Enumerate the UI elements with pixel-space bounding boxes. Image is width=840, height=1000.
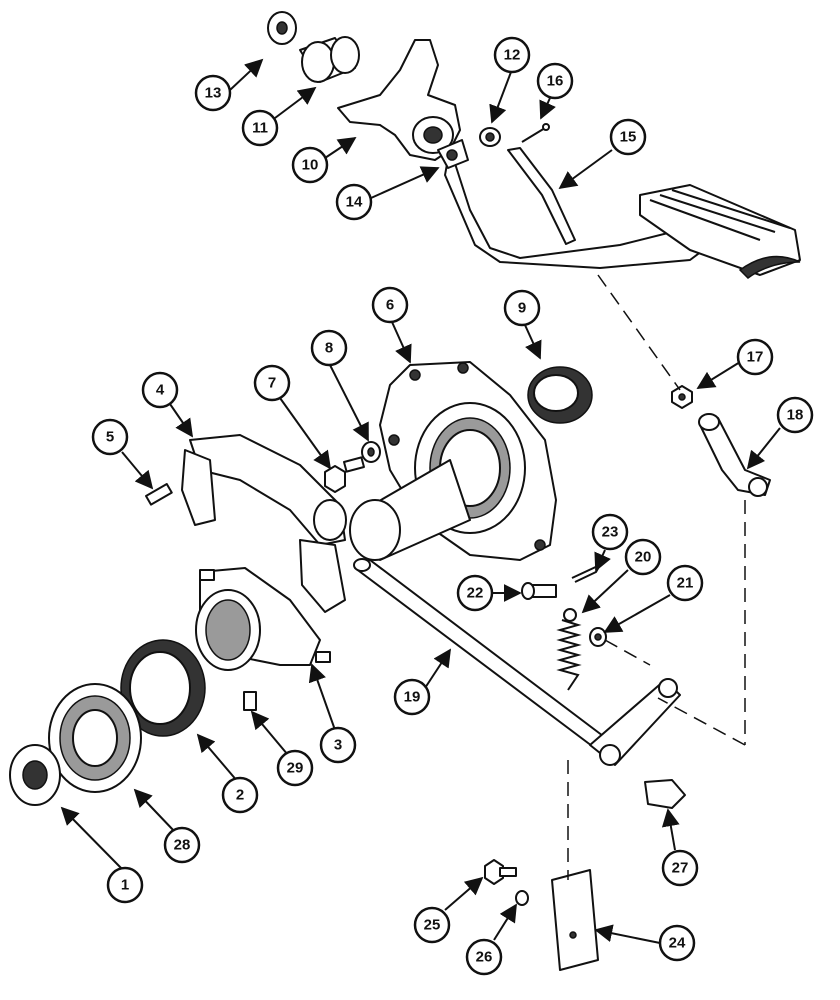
svg-text:3: 3	[334, 737, 342, 754]
svg-text:12: 12	[504, 47, 521, 64]
svg-text:20: 20	[635, 549, 652, 566]
svg-text:6: 6	[386, 297, 394, 314]
callout-3: 3	[319, 726, 357, 764]
svg-text:13: 13	[205, 85, 222, 102]
callout-10: 10	[291, 146, 329, 184]
part-11-bushing	[299, 36, 360, 83]
callout-29: 29	[276, 749, 314, 787]
part-28-seal	[48, 683, 142, 793]
callout-12: 12	[493, 36, 531, 74]
callout-13: 13	[194, 74, 232, 112]
svg-text:11: 11	[252, 120, 268, 137]
part-19-cross-shaft	[353, 558, 681, 766]
svg-text:1: 1	[121, 877, 129, 894]
svg-text:23: 23	[602, 524, 619, 541]
alignment-lines	[567, 274, 746, 880]
part-6-housing	[349, 361, 557, 561]
svg-text:14: 14	[346, 194, 363, 211]
part-22-clevis-pin	[521, 582, 557, 600]
svg-text:21: 21	[677, 575, 694, 592]
svg-text:26: 26	[476, 949, 493, 966]
callout-28: 28	[163, 826, 201, 864]
part-10-pedal-lever	[337, 39, 711, 269]
part-12-bushing	[479, 127, 501, 147]
part-5-pin	[145, 482, 173, 506]
part-16-cotter-pin	[521, 123, 550, 143]
part-20-spring	[556, 608, 582, 691]
callout-5: 5	[91, 418, 129, 456]
part-26-lock-washer	[515, 890, 529, 906]
callout-15: 15	[609, 118, 647, 156]
part-2-release-bearing	[120, 639, 206, 737]
callout-20: 20	[624, 538, 662, 576]
svg-text:16: 16	[547, 73, 564, 90]
part-1-pilot-bearing	[9, 744, 61, 806]
callout-6: 6	[371, 286, 409, 324]
svg-text:28: 28	[174, 837, 191, 854]
part-21-washer	[589, 627, 607, 647]
part-18-clevis	[698, 413, 771, 497]
part-25-bolt	[484, 859, 517, 885]
callout-23: 23	[591, 513, 629, 551]
part-24-plate	[551, 869, 599, 971]
svg-text:9: 9	[518, 300, 526, 317]
callout-21: 21	[666, 564, 704, 602]
callout-18: 18	[776, 396, 814, 434]
callout-17: 17	[736, 338, 774, 376]
svg-text:29: 29	[287, 760, 304, 777]
svg-text:19: 19	[404, 689, 421, 706]
callout-14: 14	[335, 183, 373, 221]
part-3-bearing-carrier	[195, 567, 331, 671]
callout-22: 22	[456, 574, 494, 612]
part-23-hairpin-clip	[571, 562, 603, 583]
callout-19: 19	[393, 678, 431, 716]
svg-text:22: 22	[467, 585, 484, 602]
callout-8: 8	[310, 329, 348, 367]
part-13-washer	[267, 11, 297, 45]
callout-4: 4	[141, 371, 179, 409]
part-17-nut	[671, 385, 693, 409]
callout-11: 11	[241, 109, 279, 147]
svg-text:25: 25	[424, 917, 441, 934]
part-27-grease-fitting	[644, 779, 686, 809]
leader-lines	[60, 58, 781, 944]
svg-text:4: 4	[156, 382, 165, 399]
svg-text:8: 8	[325, 340, 333, 357]
svg-text:27: 27	[672, 860, 689, 877]
part-7-bolt	[324, 456, 365, 493]
callout-25: 25	[413, 906, 451, 944]
svg-text:24: 24	[669, 935, 686, 952]
callout-7: 7	[253, 364, 291, 402]
svg-text:17: 17	[747, 349, 764, 366]
callout-27: 27	[661, 849, 699, 887]
part-14-clip	[437, 139, 469, 169]
callout-2: 2	[221, 776, 259, 814]
callout-1: 1	[106, 866, 144, 904]
svg-text:2: 2	[236, 787, 244, 804]
part-15-rod	[507, 147, 576, 245]
callout-9: 9	[503, 289, 541, 327]
callout-26: 26	[465, 938, 503, 976]
svg-text:7: 7	[268, 375, 276, 392]
svg-text:5: 5	[106, 429, 114, 446]
svg-text:15: 15	[620, 129, 637, 146]
callout-16: 16	[536, 62, 574, 100]
part-9-seal	[527, 366, 593, 424]
part-8-washer	[361, 441, 381, 463]
svg-text:10: 10	[302, 157, 319, 174]
svg-text:18: 18	[787, 407, 804, 424]
part-29-grease-fitting	[243, 691, 257, 711]
part-4-release-fork	[181, 434, 347, 613]
callout-24: 24	[658, 924, 696, 962]
part-pedal-pad	[639, 184, 801, 279]
